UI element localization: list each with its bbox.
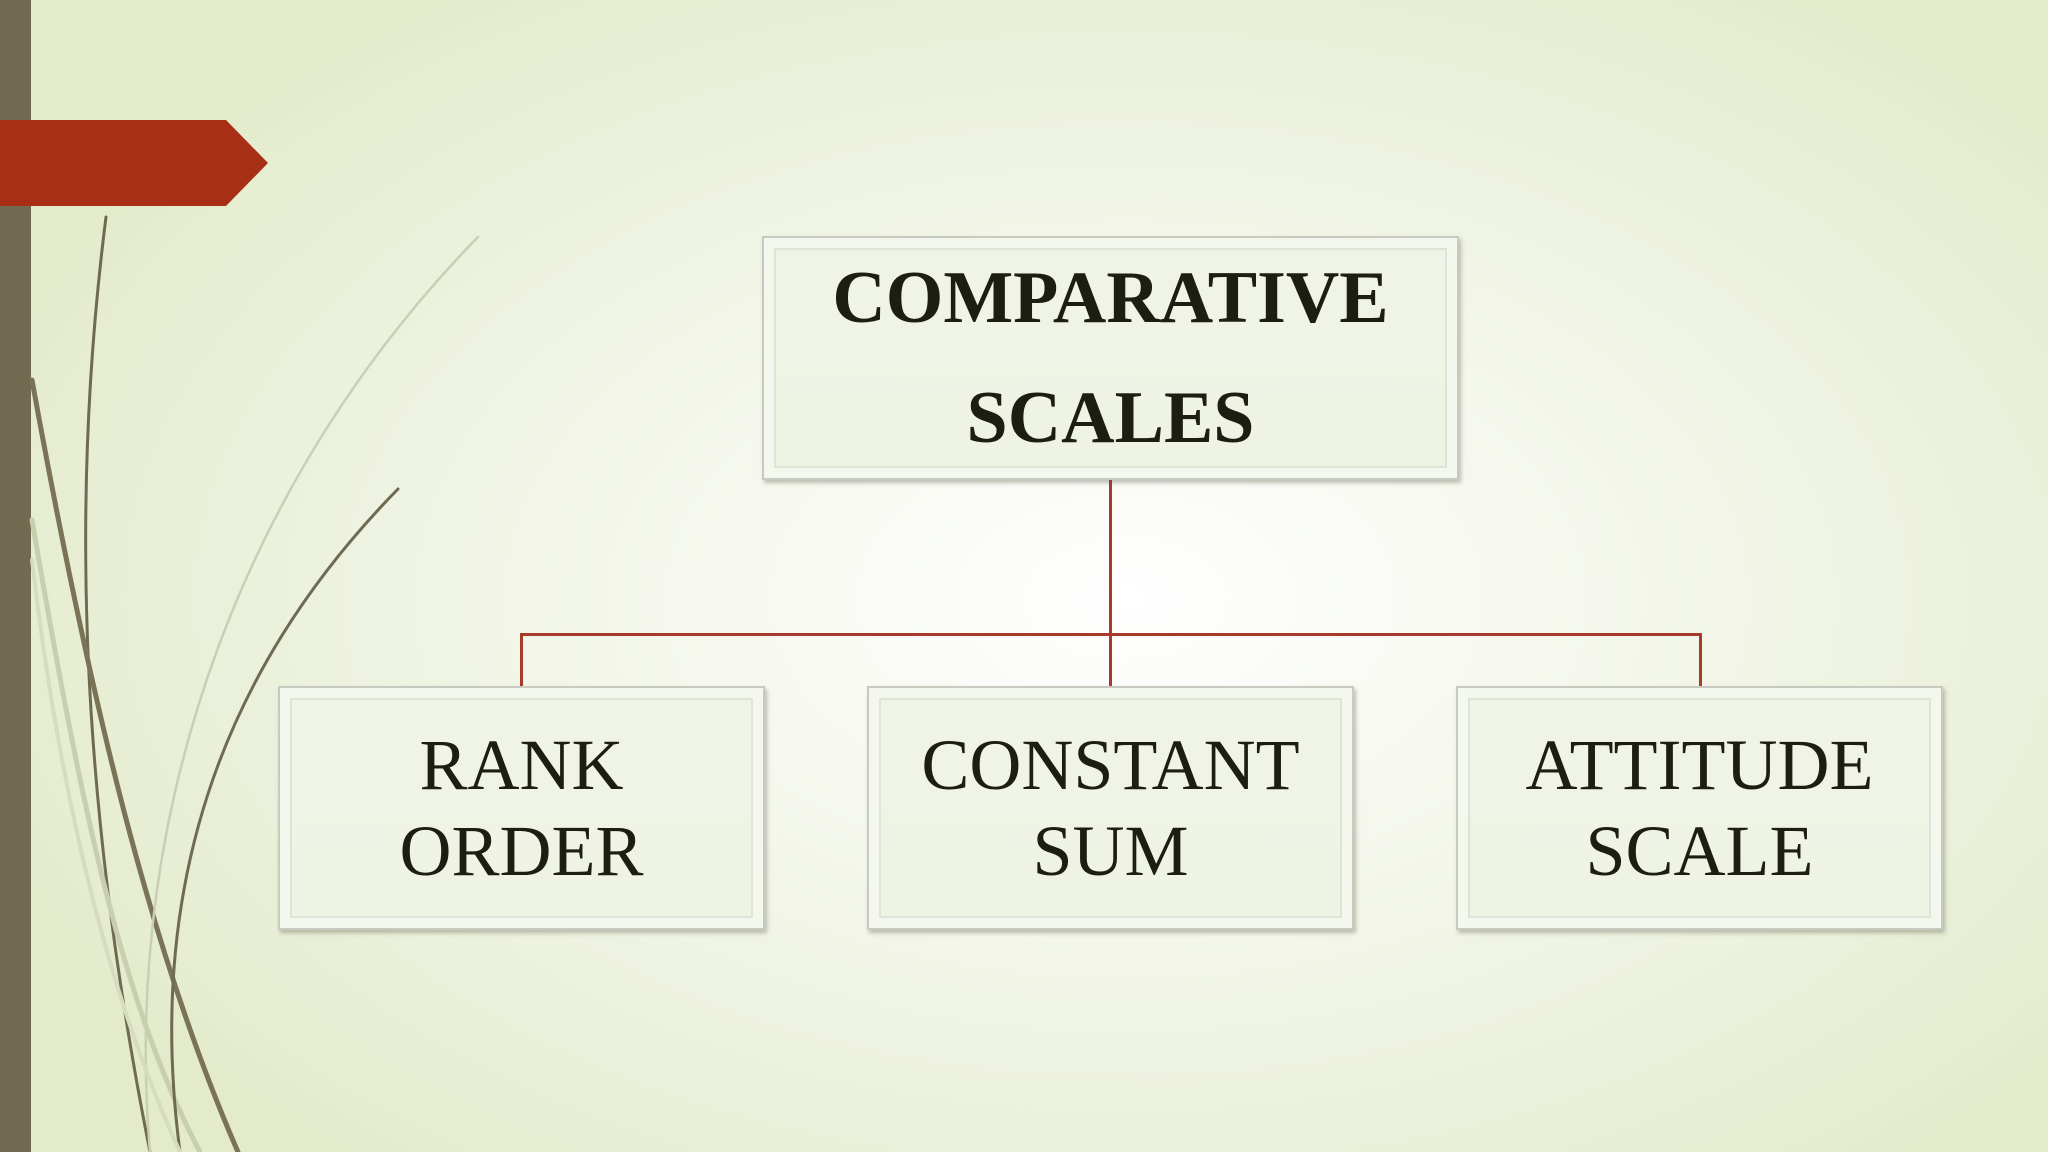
red-arrow-banner [0, 120, 268, 206]
connector-middle-down [1109, 633, 1112, 687]
decorative-curves [29, 215, 480, 1152]
child-node-rank-order: RANK ORDER [278, 686, 765, 930]
child-node-line-2: SCALE [1585, 811, 1814, 891]
child-node-constant-sum: CONSTANT SUM [867, 686, 1354, 930]
child-node-line-1: CONSTANT [921, 725, 1300, 805]
root-node-line-2: SCALES [966, 377, 1255, 459]
root-node-comparative-scales: COMPARATIVE SCALES [762, 236, 1459, 480]
child-node-line-2: ORDER [399, 811, 644, 891]
connector-root-down [1109, 480, 1112, 634]
child-node-attitude-scale: ATTITUDE SCALE [1456, 686, 1943, 930]
root-node-line-1: COMPARATIVE [832, 257, 1389, 339]
child-node-line-2: SUM [1032, 811, 1189, 891]
child-node-line-1: ATTITUDE [1525, 725, 1874, 805]
connector-left-down [520, 633, 523, 687]
connector-right-down [1699, 633, 1702, 687]
child-node-line-1: RANK [419, 725, 624, 805]
